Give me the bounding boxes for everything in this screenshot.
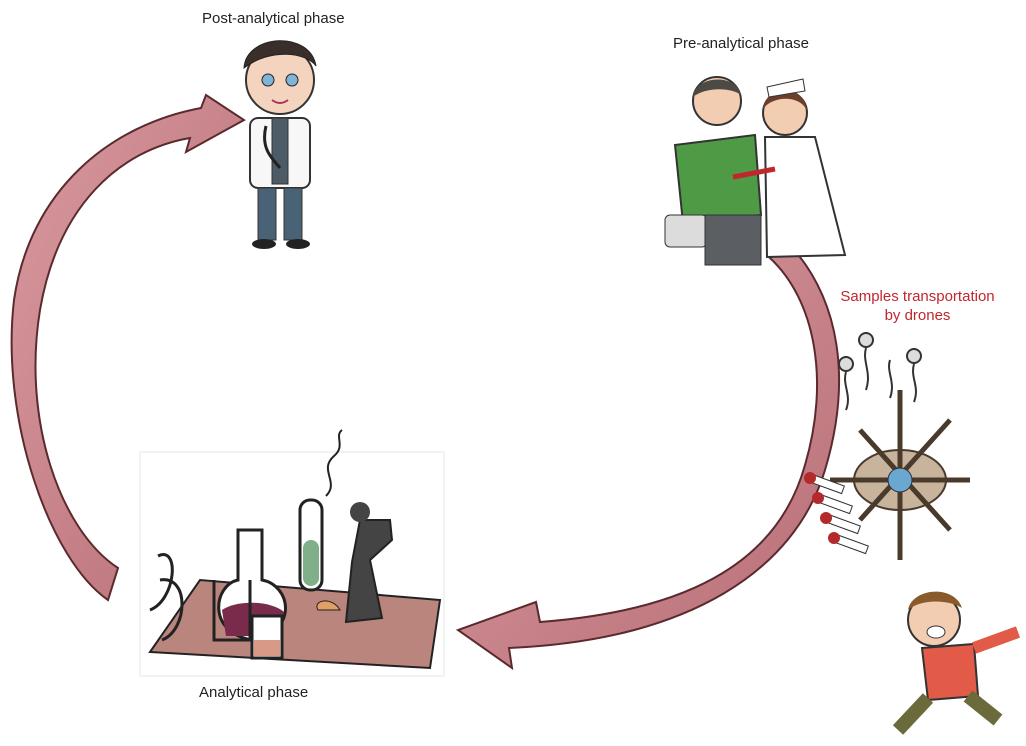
transport-label-line2: by drones: [884, 307, 951, 324]
pre-analytical-label: Pre-analytical phase: [673, 35, 809, 52]
nurse-patient-icon: [664, 76, 847, 266]
drone-icon: [804, 390, 970, 560]
smoke-icon: [838, 332, 922, 411]
doctor-icon: [243, 40, 317, 249]
transport-label-line1: Samples transportation: [840, 288, 995, 305]
left-cycle-arrow: [10, 93, 246, 602]
transport-label: Samples transportation by drones: [820, 287, 1015, 325]
analytical-label: Analytical phase: [199, 684, 309, 701]
laboratory-icon: [139, 429, 445, 677]
post-analytical-label: Post-analytical phase: [202, 10, 345, 27]
right-cycle-arrow: [455, 243, 840, 671]
running-person-icon: [892, 591, 1021, 735]
